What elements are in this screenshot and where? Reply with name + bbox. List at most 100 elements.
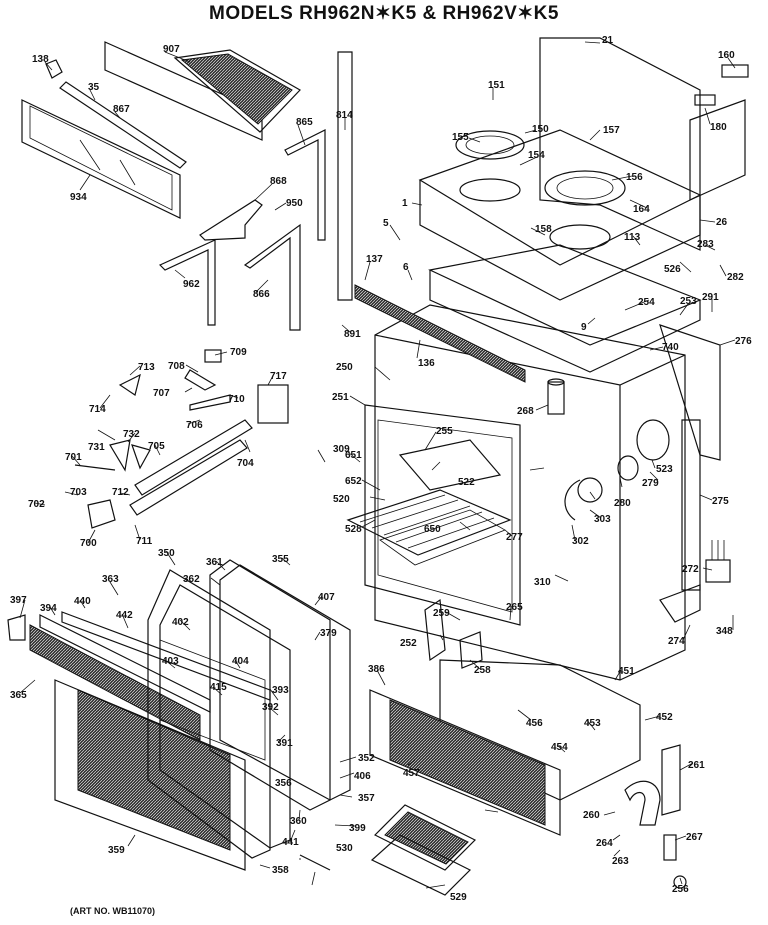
part-label: 356 [275,778,292,789]
part-label: 406 [354,771,371,782]
part-label: 523 [656,464,673,475]
part-label: 268 [517,406,534,417]
part-label: 291 [702,292,719,303]
part-label: 407 [318,592,335,603]
part-label: 164 [633,204,650,215]
backguard-glass [21,99,181,219]
part-label: 732 [123,429,140,440]
part-label: 456 [526,718,543,729]
part-label: 309 [333,444,350,455]
part-label: 907 [163,44,180,55]
part-label: 113 [624,232,641,243]
part-label: 391 [276,738,293,749]
door-hinge-704 [129,419,253,516]
part-label: 386 [368,664,385,675]
cooktop-burner-box [428,244,702,373]
part-label: 868 [270,176,287,187]
part-label: 263 [612,856,629,867]
door-outer [54,679,246,871]
part-label: 151 [488,80,505,91]
door-spring-441 [299,854,331,871]
door-panels [147,559,351,859]
part-label: 714 [89,404,106,415]
part-label: 528 [345,524,362,535]
part-label: 522 [458,477,475,488]
part-label: 962 [183,279,200,290]
terminal-272 [705,540,731,583]
part-label: 261 [688,760,705,771]
diagram-title: MODELS RH962N✶K5 & RH962V✶K5 [209,3,559,24]
backguard-tube [59,81,187,169]
part-label: 393 [272,685,289,696]
part-label: 530 [336,843,353,854]
part-label: 865 [296,117,313,128]
part-label: 451 [618,666,635,677]
bracket-274 [659,584,701,623]
part-label: 440 [74,596,91,607]
drawer-front [369,689,561,836]
part-label: 702 [28,499,45,510]
part-label: 415 [210,682,227,693]
part-label: 866 [253,289,270,300]
part-label: 706 [186,420,203,431]
bracket-866 [243,223,301,331]
part-label: 520 [333,494,350,505]
oven-cavity [364,304,686,681]
terminal-block [694,64,749,106]
part-label: 394 [40,603,57,614]
door-handle [29,624,201,741]
part-label: 360 [290,816,307,827]
part-label: 357 [358,793,375,804]
part-label: 529 [450,892,467,903]
part-label: 710 [228,394,245,405]
vent-tube-268 [547,378,565,415]
part-label: 717 [270,371,287,382]
part-label: 1 [402,198,408,209]
broil-element [398,439,502,491]
part-label: 156 [626,172,643,183]
part-label: 713 [138,362,155,373]
part-label: 138 [32,54,49,65]
part-label: 402 [172,617,189,628]
bracket-868 [199,199,263,241]
part-label: 282 [727,272,744,283]
cooktop-backguard [539,37,746,251]
hinge-397 [7,614,26,641]
part-label: 275 [712,496,729,507]
part-label: 363 [102,574,119,585]
part-label: 707 [153,388,170,399]
part-label: 6 [403,262,409,273]
part-label: 259 [433,608,450,619]
part-label: 254 [638,297,655,308]
part-label: 526 [664,264,681,275]
broiler-pan [370,804,477,896]
part-label: 154 [528,150,545,161]
part-label: 441 [282,837,299,848]
part-label: 740 [662,342,679,353]
part-label: 255 [436,426,453,437]
latch-parts [74,349,289,529]
part-label: 180 [710,122,727,133]
oven-light [564,419,670,521]
part-label: 708 [168,361,185,372]
part-label: 454 [551,742,568,753]
cooktop-surface [418,129,702,301]
part-label: 652 [345,476,362,487]
front-frame-136 [354,284,526,383]
part-label: 709 [230,347,247,358]
part-label: 355 [272,554,289,565]
part-label: 310 [534,577,551,588]
part-label: 303 [594,514,611,525]
bracket-865 [284,129,326,241]
part-label: 283 [697,239,714,250]
part-label: 150 [532,124,549,135]
part-label: 703 [70,487,87,498]
part-label: 252 [400,638,417,649]
part-label: 272 [682,564,699,575]
part-label: 705 [148,441,165,452]
part-label: 399 [349,823,366,834]
part-label: 350 [158,548,175,559]
leader-lines [19,41,736,889]
part-label: 457 [403,768,420,779]
